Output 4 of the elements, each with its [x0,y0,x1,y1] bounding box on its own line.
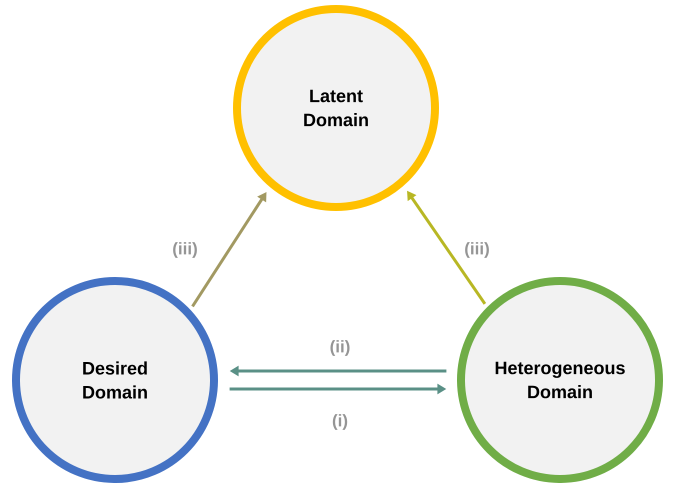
edge-label: (i) [330,413,350,431]
edge-label: (iii) [463,241,491,259]
edge-label: (iii) [171,241,199,259]
edge-label: (ii) [328,339,352,357]
